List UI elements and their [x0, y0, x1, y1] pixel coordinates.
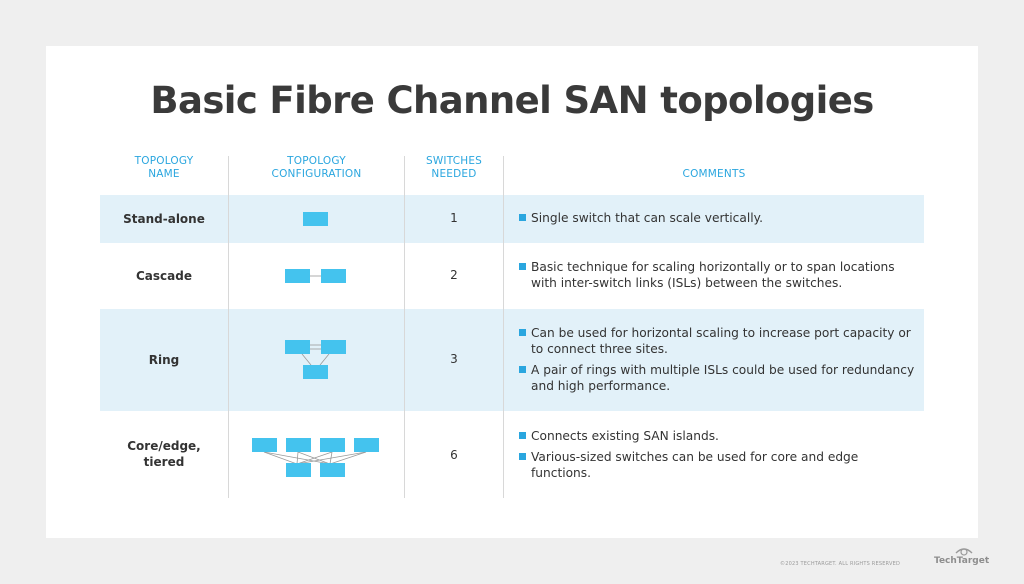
comment-text: Single switch that can scale vertically. [531, 211, 763, 225]
header-topology-name-line1: TOPOLOGY [134, 155, 194, 167]
row-name-cascade: Cascade [100, 268, 228, 284]
bullet-icon [519, 329, 526, 336]
column-divider [228, 156, 229, 498]
isl-link [263, 451, 331, 465]
comment-text: Basic technique for scaling horizontally… [531, 260, 895, 290]
switch-icon [303, 212, 328, 226]
header-topology-name-line2: NAME [148, 168, 180, 180]
row-name-line: Ring [148, 353, 180, 367]
row-name-stand-alone: Stand-alone [100, 211, 228, 227]
comment-text: A pair of rings with multiple ISLs could… [531, 363, 915, 393]
bullet-icon [519, 214, 526, 221]
header-topology-configuration: TOPOLOGY CONFIGURATION [229, 155, 404, 181]
row-comments-cascade: Basic technique for scaling horizontally… [518, 259, 918, 296]
bullet-icon [519, 432, 526, 439]
switch-icon [303, 365, 328, 379]
core-edge-switch-diagram [252, 438, 379, 477]
infographic-card [46, 46, 978, 538]
cascade-switch-diagram [285, 269, 346, 283]
header-topology-name: TOPOLOGY NAME [100, 155, 228, 181]
isl-link [296, 451, 299, 465]
header-switches-needed: SWITCHES NEEDED [405, 155, 503, 181]
row-comments-core-edge: Connects existing SAN islands. Various-s… [518, 428, 918, 486]
ring-switch-diagram [285, 340, 346, 379]
switch-icon [321, 269, 346, 283]
switch-icon [285, 340, 310, 354]
row-switches-cascade: 2 [450, 268, 458, 282]
row-name-line: Cascade [136, 269, 192, 283]
page-title: Basic Fibre Channel SAN topologies [150, 79, 874, 122]
switch-icon [285, 269, 310, 283]
header-topology-configuration-line1: TOPOLOGY [287, 155, 346, 167]
comment-text: Can be used for horizontal scaling to in… [531, 326, 911, 356]
bullet-icon [519, 453, 526, 460]
row-name-line: Stand-alone [123, 212, 205, 226]
switch-icon [286, 438, 311, 452]
row-switches-ring: 3 [450, 352, 458, 366]
header-switches-needed-line2: NEEDED [431, 168, 477, 180]
header-switches-needed-line1: SWITCHES [425, 155, 483, 167]
row-switches-stand-alone: 1 [450, 211, 458, 225]
eye-logo-icon [955, 548, 973, 556]
brand-logo: TechTarget [934, 556, 990, 566]
comment-item: Single switch that can scale vertically. [518, 210, 918, 226]
isl-link [296, 451, 333, 465]
column-divider [404, 156, 405, 498]
switch-icon [320, 438, 345, 452]
switch-icon [354, 438, 379, 452]
isl-link [301, 353, 312, 366]
header-topology-configuration-line2: CONFIGURATION [271, 168, 362, 180]
copyright-notice: ©2023 TECHTARGET. ALL RIGHTS RESERVED [780, 561, 900, 567]
isl-link [319, 353, 330, 366]
comment-item: Can be used for horizontal scaling to in… [518, 325, 918, 357]
comment-item: Connects existing SAN islands. [518, 428, 918, 444]
row-name-ring: Ring [100, 352, 228, 368]
row-switches-core-edge: 6 [450, 448, 458, 462]
standalone-switch-diagram [303, 212, 328, 226]
bullet-icon [519, 366, 526, 373]
isl-link [329, 451, 367, 465]
comment-text: Various-sized switches can be used for c… [531, 450, 859, 480]
switch-icon [252, 438, 277, 452]
row-name-core-edge: Core/edge, tiered [100, 438, 228, 470]
row-comments-ring: Can be used for horizontal scaling to in… [518, 325, 918, 399]
comment-item: Basic technique for scaling horizontally… [518, 259, 918, 291]
switch-icon [321, 340, 346, 354]
comment-text: Connects existing SAN islands. [531, 429, 719, 443]
bullet-icon [519, 263, 526, 270]
row-comments-stand-alone: Single switch that can scale vertically. [518, 210, 918, 231]
switch-icon [286, 463, 311, 477]
comment-item: A pair of rings with multiple ISLs could… [518, 362, 918, 394]
row-band-ring [100, 309, 924, 411]
row-name-line: Core/edge, [127, 439, 201, 453]
switch-icon [320, 463, 345, 477]
isl-link [263, 451, 298, 465]
isl-link [296, 451, 367, 465]
row-band-stand-alone [100, 195, 924, 243]
row-name-line: tiered [143, 455, 185, 469]
header-comments: COMMENTS [682, 168, 746, 180]
comment-item: Various-sized switches can be used for c… [518, 449, 918, 481]
column-divider [503, 156, 504, 498]
